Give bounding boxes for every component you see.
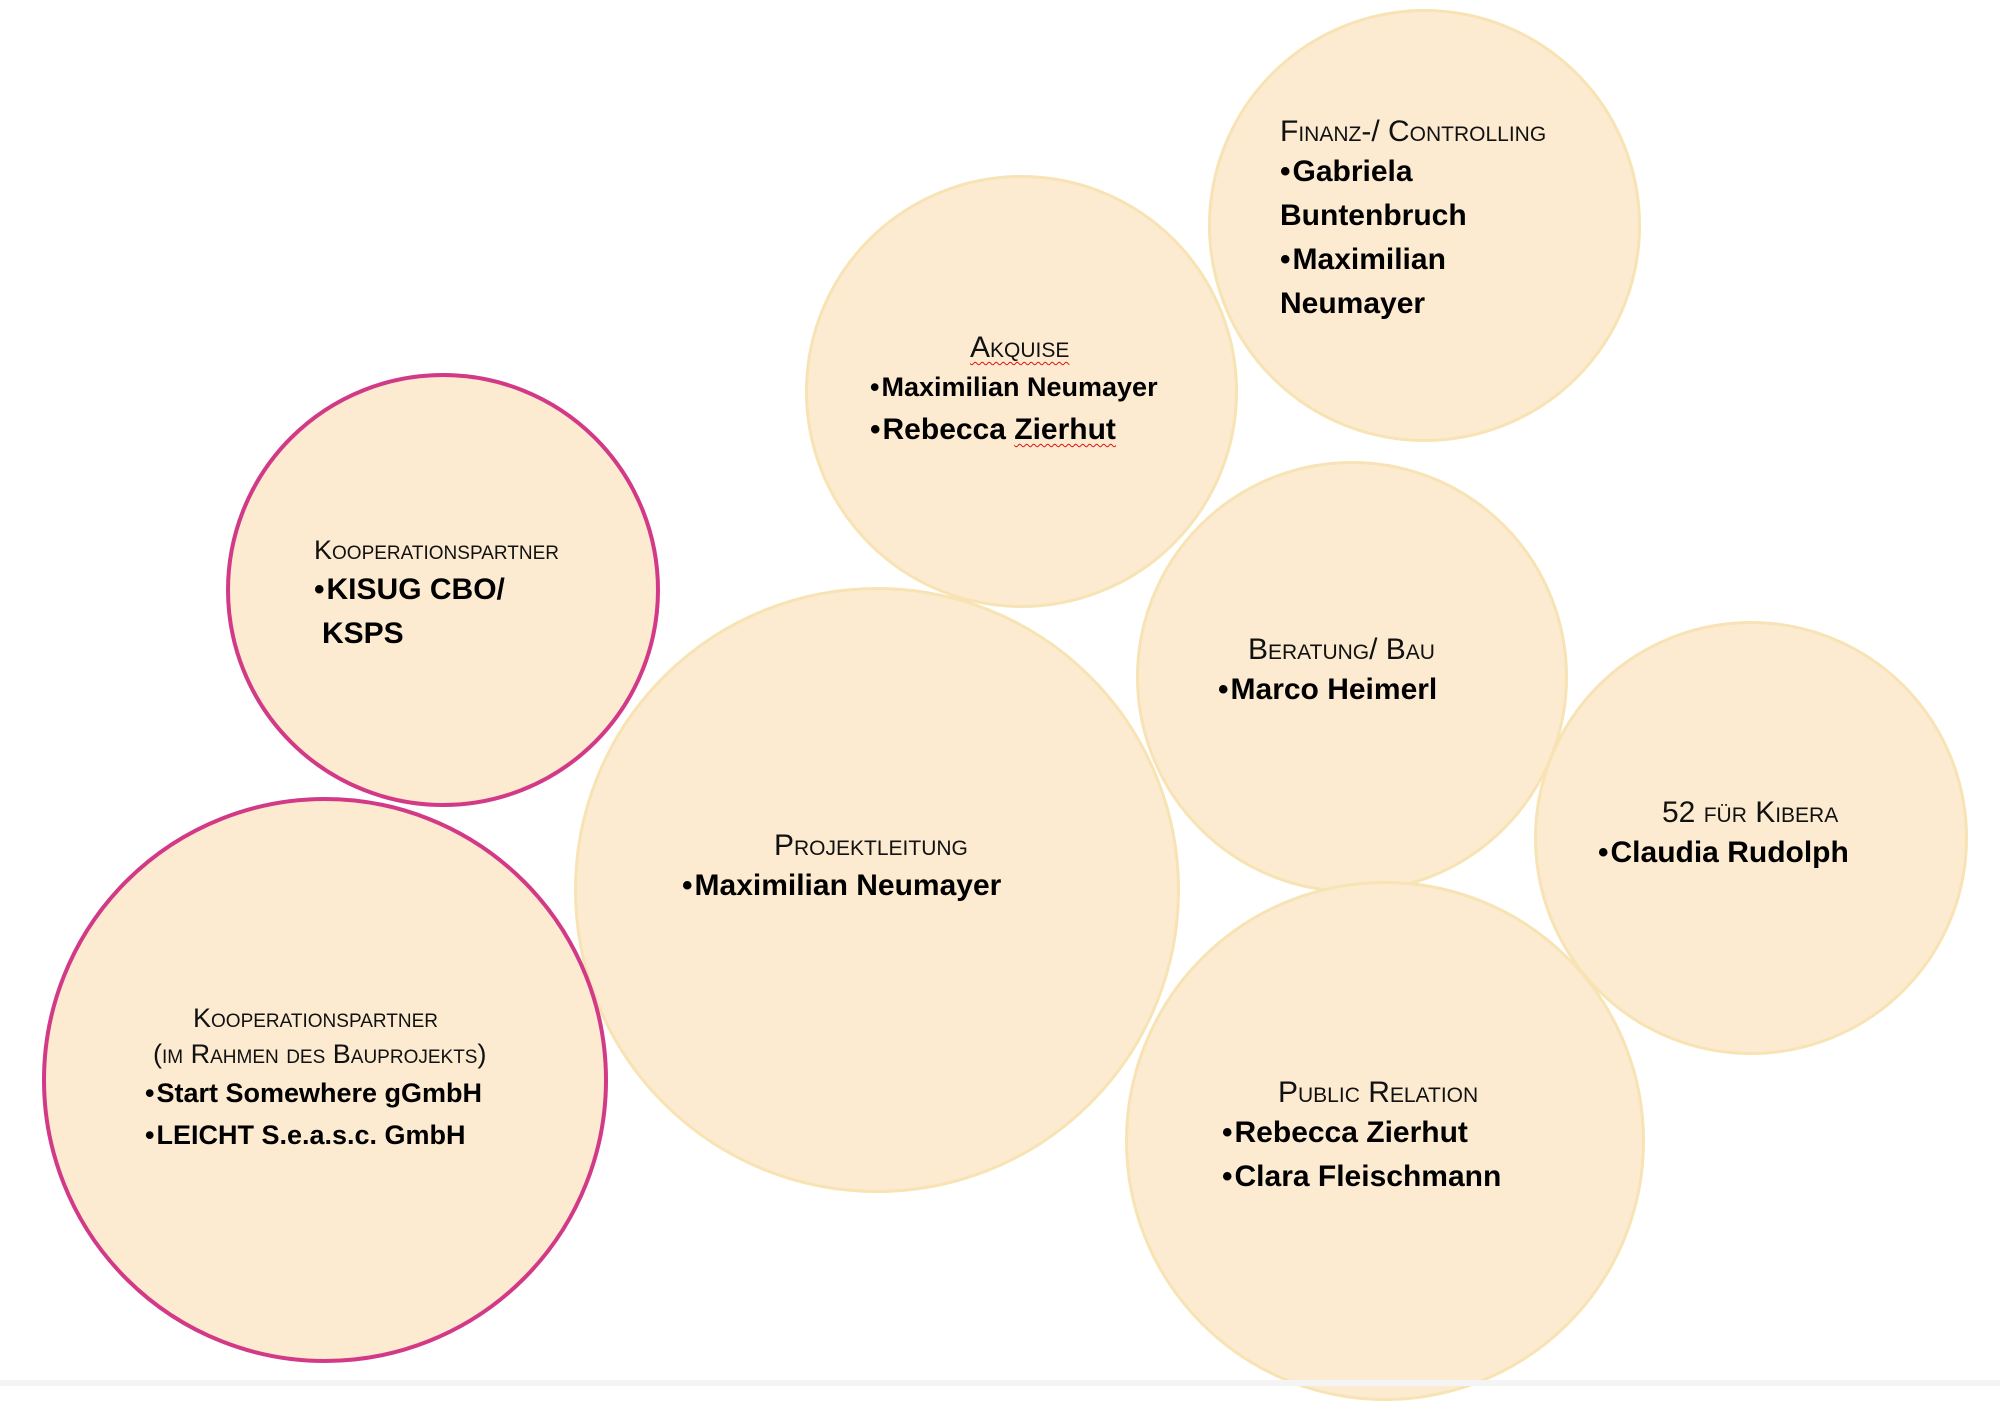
bubble-finanz-controlling <box>1208 9 1641 442</box>
bubble-public-relation <box>1125 881 1645 1401</box>
kooperationspartner-1-item-1: •KISUG CBO/ <box>314 573 505 606</box>
finanz-controlling-content: Finanz-/ Controlling •Gabriela Buntenbru… <box>1280 114 1546 326</box>
akquise-content: Akquise •Maximilian Neumayer •Rebecca Zi… <box>870 330 1158 452</box>
kooperationspartner-1-title: Kooperationspartner <box>314 535 559 565</box>
finanz-item-1-cont: Buntenbruch <box>1280 199 1467 232</box>
beratung-bau-title: Beratung/ Bau <box>1248 633 1435 666</box>
beratung-bau-content: Beratung/ Bau •Marco Heimerl <box>1218 632 1437 712</box>
bubble-akquise <box>805 175 1238 608</box>
kibera-title: 52 für Kibera <box>1662 796 1839 829</box>
public-relation-content: Public Relation •Rebecca Zierhut •Clara … <box>1222 1075 1501 1199</box>
akquise-item-1: •Maximilian Neumayer <box>870 372 1158 402</box>
finanz-controlling-title: Finanz-/ Controlling <box>1280 115 1547 148</box>
finanz-item-1: •Gabriela <box>1280 155 1413 188</box>
kibera-content: 52 für Kibera •Claudia Rudolph <box>1598 795 1849 875</box>
projektleitung-content: Projektleitung •Maximilian Neumayer <box>682 828 1001 908</box>
kooperationspartner-2-item-1: •Start Somewhere gGmbH <box>145 1078 483 1108</box>
public-relation-item-2: •Clara Fleischmann <box>1222 1160 1502 1193</box>
bottom-edge <box>0 1380 2000 1386</box>
bubble-kooperationspartner-1 <box>226 373 660 807</box>
projektleitung-item-1: •Maximilian Neumayer <box>682 869 1002 902</box>
bubble-52-fuer-kibera <box>1534 621 1968 1055</box>
akquise-title: Akquise <box>970 331 1070 364</box>
bubble-kooperationspartner-2 <box>42 797 608 1363</box>
beratung-bau-item-1: •Marco Heimerl <box>1218 673 1438 706</box>
projektleitung-title: Projektleitung <box>774 829 968 862</box>
kooperationspartner-2-title: Kooperationspartner <box>193 1003 438 1033</box>
kooperationspartner-1-item-1-cont: KSPS <box>322 617 404 650</box>
kooperationspartner-2-subtitle: (im Rahmen des Bauprojekts) <box>153 1039 487 1069</box>
kooperationspartner-2-item-2: •LEICHT S.e.a.s.c. GmbH <box>145 1120 466 1150</box>
akquise-item-2: •Rebecca Zierhut <box>870 413 1116 446</box>
kooperationspartner-1-content: Kooperationspartner •KISUG CBO/ KSPS <box>314 532 559 656</box>
finanz-item-2: •Maximilian <box>1280 243 1446 276</box>
finanz-item-2-cont: Neumayer <box>1280 287 1426 320</box>
bubble-projektleitung <box>574 587 1180 1193</box>
kibera-item-1: •Claudia Rudolph <box>1598 836 1849 869</box>
public-relation-item-1: •Rebecca Zierhut <box>1222 1116 1468 1149</box>
bubble-beratung-bau <box>1136 461 1568 893</box>
public-relation-title: Public Relation <box>1278 1076 1479 1109</box>
kooperationspartner-2-content: Kooperationspartner (im Rahmen des Baupr… <box>145 1000 486 1156</box>
